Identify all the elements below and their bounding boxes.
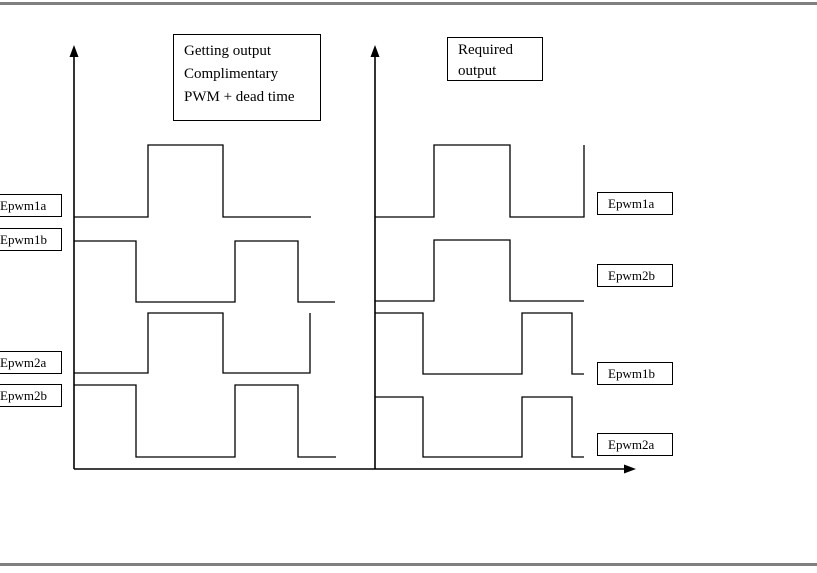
- caption-line: Getting output: [184, 43, 272, 59]
- right-y-axis-arrowhead-icon: [370, 45, 380, 57]
- caption-line: Required: [458, 42, 513, 58]
- waveform-left-epwm1b: [74, 240, 335, 303]
- label-right-epwm1b: Epwm1b: [597, 362, 673, 385]
- bottom-rule: [0, 563, 817, 566]
- x-axis-arrowhead-icon: [624, 464, 636, 474]
- waveform-right-epwm1b: [375, 312, 584, 375]
- waveform-right-epwm2a: [375, 396, 584, 458]
- left-caption-box: Getting output Complimentary PWM + dead …: [173, 34, 321, 121]
- left-y-axis-arrowhead-icon: [69, 45, 79, 57]
- waveform-right-epwm1a: [375, 144, 585, 218]
- top-rule: [0, 2, 817, 5]
- label-right-epwm2b: Epwm2b: [597, 264, 673, 287]
- label-right-epwm2a: Epwm2a: [597, 433, 673, 456]
- caption-line: PWM + dead time: [184, 89, 295, 105]
- waveform-left-epwm2a: [74, 312, 311, 374]
- right-caption-box: Required output: [447, 37, 543, 81]
- label-left-epwm2a: Epwm2a: [0, 351, 62, 374]
- caption-line: output: [458, 63, 497, 79]
- caption-line: Complimentary: [184, 66, 279, 82]
- label-right-epwm1a: Epwm1a: [597, 192, 673, 215]
- label-left-epwm2b: Epwm2b: [0, 384, 62, 407]
- waveform-left-epwm2b: [74, 384, 336, 458]
- waveform-left-epwm1a: [74, 144, 311, 218]
- label-left-epwm1b: Epwm1b: [0, 228, 62, 251]
- waveform-right-epwm2b: [375, 239, 584, 302]
- label-left-epwm1a: Epwm1a: [0, 194, 62, 217]
